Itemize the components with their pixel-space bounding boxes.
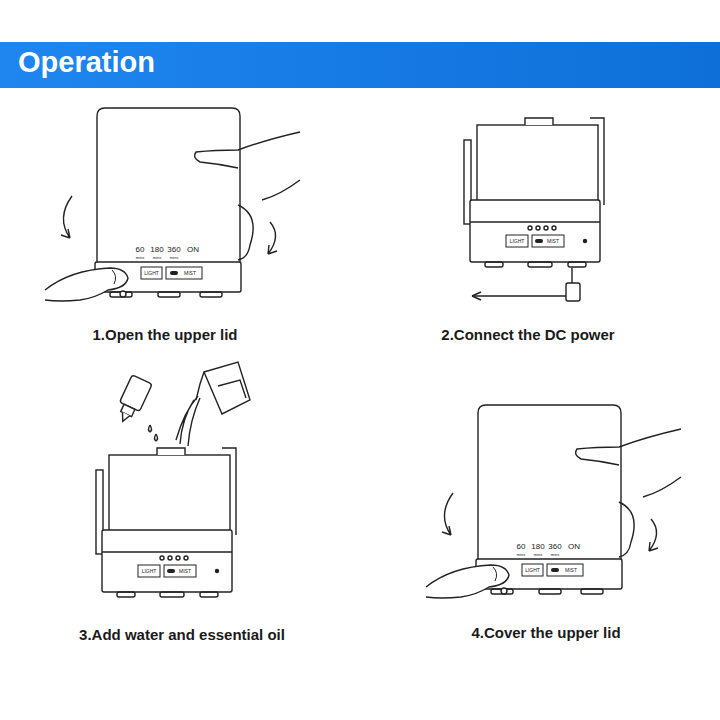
timer-unit: mins: [517, 553, 525, 557]
step-caption: 4.Cover the upper lid: [471, 625, 620, 640]
button-label: LIGHT: [510, 239, 525, 244]
oil-and-water: [113, 362, 250, 446]
power-cord: [472, 268, 580, 301]
timer-number: 60: [136, 246, 145, 254]
timer-number: 360: [548, 543, 561, 551]
page-title: Operation: [18, 48, 155, 77]
button-label: LIGHT: [142, 569, 157, 574]
diffuser-closed: [45, 108, 300, 301]
timer-number: 180: [150, 246, 163, 254]
timer-unit: mins: [170, 256, 178, 260]
header-band: [0, 42, 720, 88]
timer-number: 60: [517, 543, 526, 551]
button-label: LIGHT: [525, 568, 540, 573]
timer-unit: mins: [534, 553, 542, 557]
timer-number: 360: [167, 246, 180, 254]
button-label: MIST: [184, 271, 196, 276]
step-caption: 2.Connect the DC power: [441, 327, 614, 342]
step-caption: 1.Open the upper lid: [92, 327, 237, 342]
diffuser-closing: [426, 405, 681, 598]
diffuser-open-filling: [96, 448, 236, 597]
power-indicator: ON: [187, 246, 199, 254]
button-label: MIST: [179, 569, 191, 574]
timer-unit: mins: [153, 256, 161, 260]
timer-number: 180: [531, 543, 544, 551]
button-label: MIST: [565, 568, 577, 573]
button-label: LIGHT: [144, 271, 159, 276]
step-caption: 3.Add water and essential oil: [79, 627, 285, 642]
timer-unit: mins: [551, 553, 559, 557]
power-indicator: ON: [568, 543, 580, 551]
timer-unit: mins: [136, 256, 144, 260]
button-label: MIST: [547, 239, 559, 244]
diffuser-open: [464, 118, 604, 267]
